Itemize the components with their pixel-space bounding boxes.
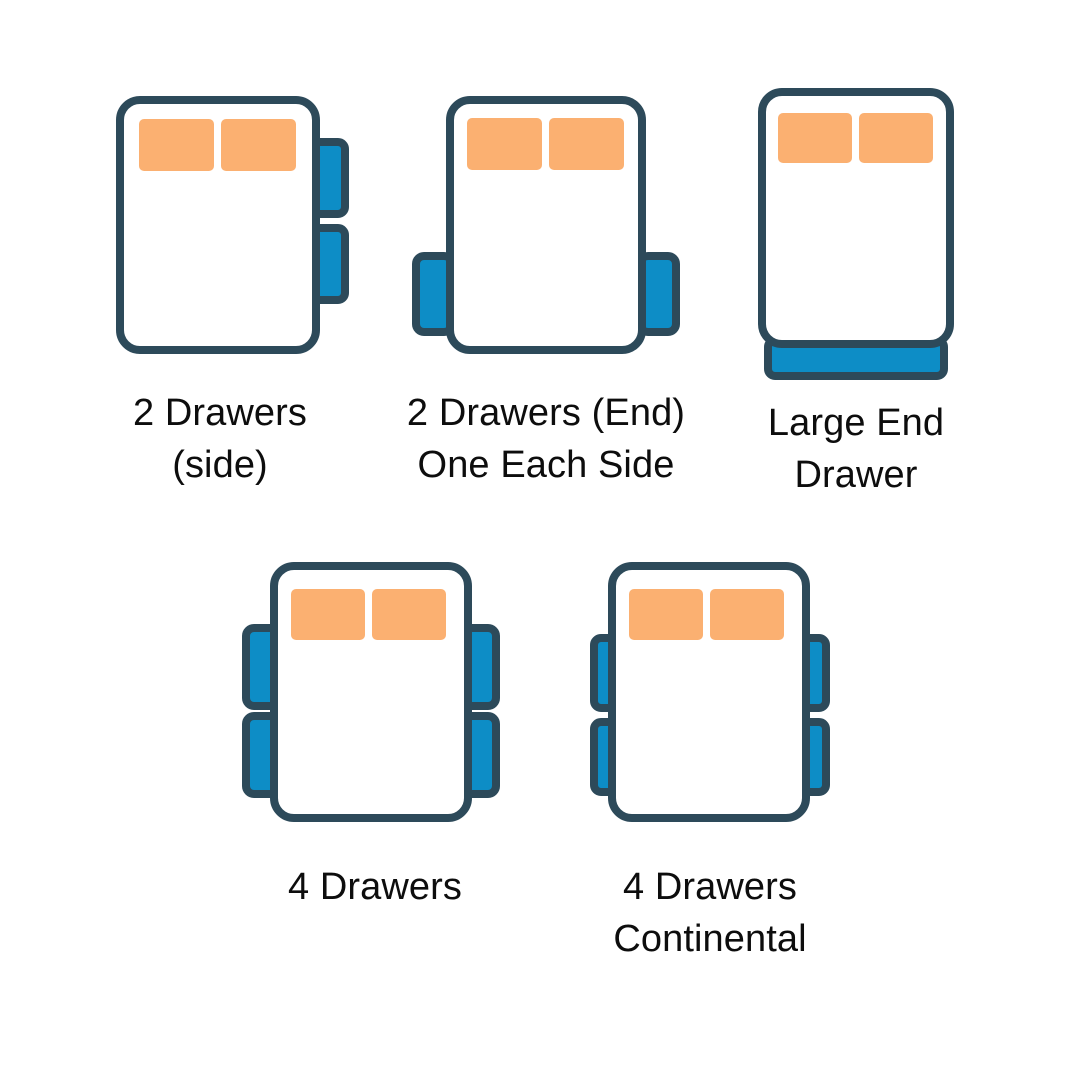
bed-option-label-two-drawers-side: 2 Drawers (side) [132, 392, 308, 486]
bed-diagram-two-drawers-end [412, 96, 680, 354]
bed-option-label-large-end-drawer: Large End Drawer [767, 402, 945, 496]
bed-diagram-two-drawers-side [116, 96, 349, 354]
bed-option-label-two-drawers-end: 2 Drawers (End) One Each Side [406, 392, 686, 486]
pillow-right [859, 113, 933, 163]
pillow-left [291, 589, 365, 640]
pillow-left [629, 589, 703, 640]
bed-option-four-drawers[interactable]: 4 Drawers [0, 0, 560, 1000]
bed-option-large-end-drawer[interactable]: Large End Drawer [0, 0, 1080, 500]
bed-diagram-four-drawers [242, 562, 500, 822]
bed-option-two-drawers-side[interactable]: 2 Drawers (side) [0, 0, 400, 500]
pillow-left [467, 118, 542, 170]
bed-option-label-four-drawers: 4 Drawers [287, 866, 463, 908]
pillow-left [778, 113, 852, 163]
pillow-right [372, 589, 446, 640]
pillow-right [549, 118, 624, 170]
pillow-right [710, 589, 784, 640]
pillow-left [139, 119, 214, 171]
bed-diagram-large-end-drawer [758, 88, 954, 380]
bed-diagram-four-drawers-continental [590, 562, 830, 822]
bed-option-four-drawers-continental[interactable]: 4 Drawers Continental [0, 0, 900, 1010]
bed-option-label-four-drawers-continental: 4 Drawers Continental [613, 866, 807, 960]
bed-option-two-drawers-end[interactable]: 2 Drawers (End) One Each Side [0, 0, 760, 500]
pillow-right [221, 119, 296, 171]
